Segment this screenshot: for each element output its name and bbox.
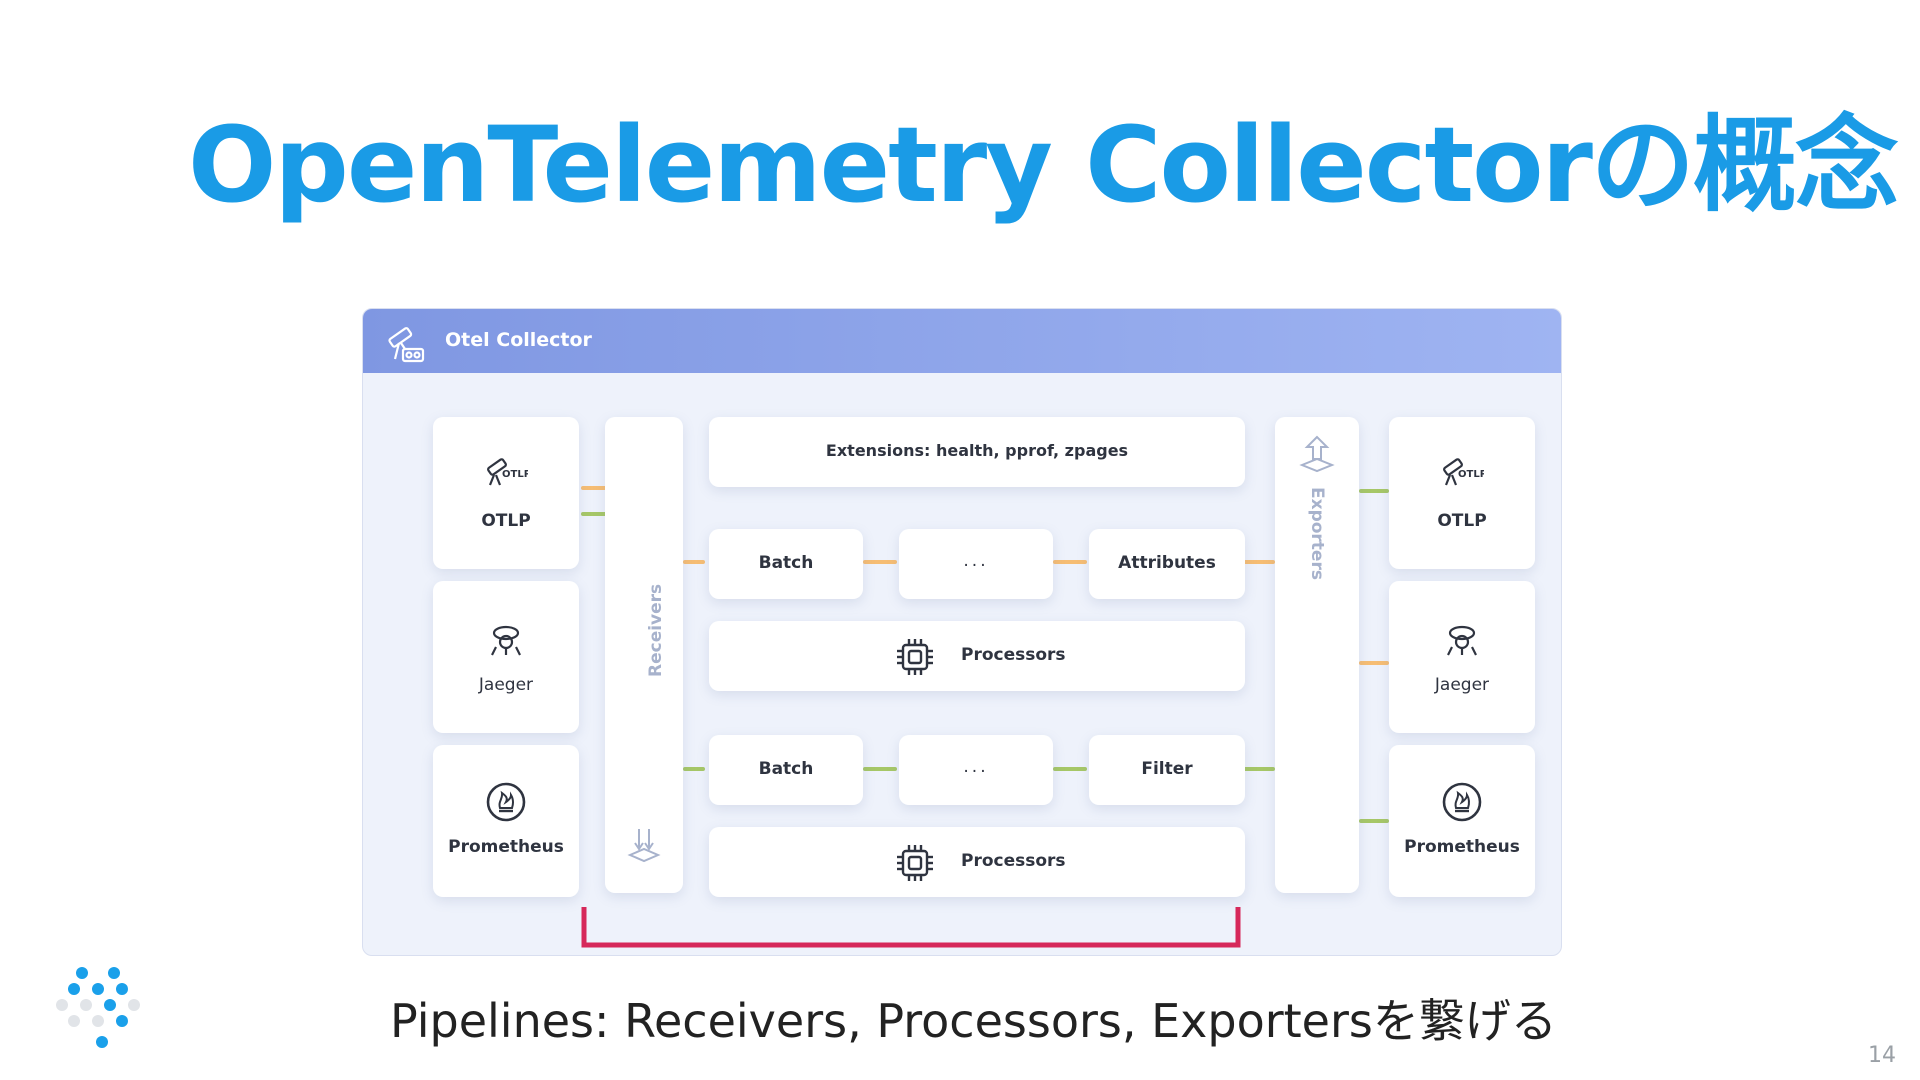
exporter-prometheus-card: Prometheus — [1389, 745, 1535, 897]
download-icon — [627, 829, 661, 863]
telescope-icon — [388, 327, 425, 363]
extensions-label: Extensions: health, pprof, zpages — [825, 441, 1129, 460]
otlp-icon: OTLP — [487, 458, 528, 486]
processors-card: Processors — [709, 621, 1245, 691]
processors-card: Processors — [709, 827, 1245, 897]
connector-line — [1053, 767, 1087, 771]
processor-label: ... — [963, 757, 989, 777]
upload-icon — [1299, 435, 1335, 473]
exporter-otlp-card: OTLP OTLP — [1389, 417, 1535, 569]
collector-diagram: Otel Collector OTLP OTLP Jaeger Promethe… — [362, 308, 1562, 956]
receiver-label: OTLP — [481, 511, 531, 531]
connector-line — [1053, 560, 1087, 564]
svg-text:OTLP: OTLP — [502, 469, 528, 480]
prometheus-icon — [486, 782, 526, 822]
connector-line — [1359, 819, 1389, 823]
processor-label: Batch — [758, 759, 814, 779]
cpu-icon — [897, 845, 933, 881]
collector-title: Otel Collector — [445, 329, 592, 351]
processors-label: Processors — [961, 645, 1066, 665]
jaeger-icon — [491, 625, 521, 656]
exporter-jaeger-card: Jaeger — [1389, 581, 1535, 733]
connector-line — [581, 512, 607, 516]
connector-line — [863, 560, 897, 564]
connector-line — [683, 560, 705, 564]
exporters-column: Exporters — [1275, 417, 1359, 893]
processor-label: Filter — [1141, 759, 1193, 779]
processor-batch-card: Batch — [709, 735, 863, 805]
otlp-icon: OTLP — [1443, 458, 1484, 486]
connector-line — [863, 767, 897, 771]
connector-line — [581, 486, 607, 490]
receiver-jaeger-card: Jaeger — [433, 581, 579, 733]
receiver-label: Prometheus — [448, 837, 564, 857]
receivers-label: Receivers — [646, 583, 666, 677]
page-title: OpenTelemetry Collectorの概念 — [188, 104, 1899, 226]
exporters-label: Exporters — [1307, 487, 1327, 580]
extensions-card: Extensions: health, pprof, zpages — [709, 417, 1245, 487]
processor-label: Attributes — [1118, 553, 1216, 573]
processor-filter-card: Filter — [1089, 735, 1245, 805]
processors-label: Processors — [961, 851, 1066, 871]
connector-line — [1243, 560, 1275, 564]
pipeline-bracket — [581, 907, 1241, 948]
receiver-prometheus-card: Prometheus — [433, 745, 579, 897]
svg-text:OTLP: OTLP — [1458, 469, 1484, 480]
receiver-label: Jaeger — [478, 675, 534, 695]
connector-line — [683, 767, 705, 771]
collector-header: Otel Collector — [363, 309, 1561, 373]
caption: Pipelines: Receivers, Processors, Export… — [390, 994, 1557, 1048]
exporter-label: OTLP — [1437, 511, 1487, 531]
processor-label: ... — [963, 551, 989, 571]
processor-label: Batch — [758, 553, 814, 573]
connector-line — [1359, 661, 1389, 665]
receiver-otlp-card: OTLP OTLP — [433, 417, 579, 569]
prometheus-icon — [1442, 782, 1482, 822]
receivers-column: Receivers — [605, 417, 683, 893]
cpu-icon — [897, 639, 933, 675]
exporter-label: Jaeger — [1434, 675, 1490, 695]
connector-line — [1359, 489, 1389, 493]
page-number: 14 — [1868, 1043, 1896, 1068]
connector-line — [1243, 767, 1275, 771]
processor-ellipsis-card: ... — [899, 735, 1053, 805]
processor-attributes-card: Attributes — [1089, 529, 1245, 599]
processor-ellipsis-card: ... — [899, 529, 1053, 599]
jaeger-icon — [1447, 625, 1477, 656]
exporter-label: Prometheus — [1404, 837, 1520, 857]
processor-batch-card: Batch — [709, 529, 863, 599]
